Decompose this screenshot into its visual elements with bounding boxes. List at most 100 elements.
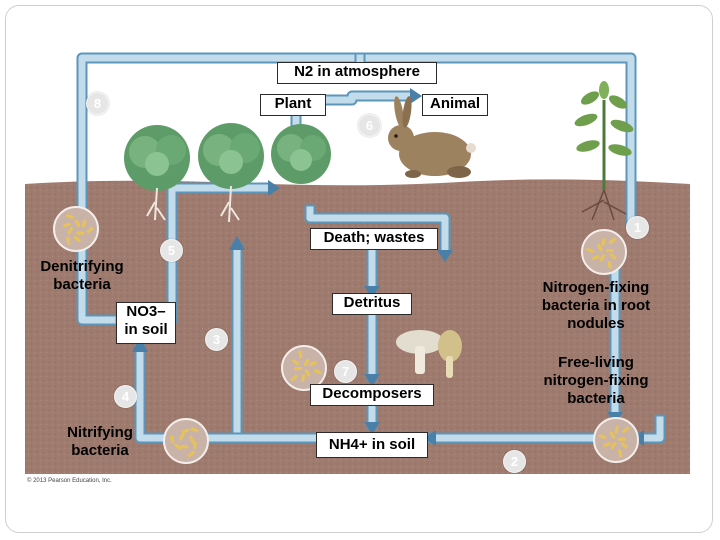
bacteria-dish [593,417,639,463]
arrow-ribbon [636,416,664,442]
plant-icon [124,125,190,221]
no3-soil-label-line1: NO3– [126,303,166,320]
arrowhead [268,180,280,196]
bacterium [170,435,175,444]
bacterium [301,373,306,382]
nh4-soil-label: NH4+ in soil [328,436,416,453]
arrowhead [364,374,380,386]
plant-box: Plant [260,94,326,116]
bacterium [66,213,74,219]
step-number-7: 7 [334,360,357,383]
bacterium [622,426,630,434]
bacterium [618,449,623,458]
bacterium [290,374,298,382]
plant-label: Plant [274,95,312,112]
bacterium [298,350,303,359]
arrow-ribbon [78,54,635,324]
bacterium [187,450,195,458]
animal-box: Animal [422,94,488,116]
arrow-ribbon [322,92,412,104]
bacterium [597,243,603,252]
bacterium [292,359,300,366]
decomposers-box: Decomposers [310,384,434,406]
mushroom-icon [396,330,462,378]
nitrifying-bacteria-label: Nitrifying bacteria [67,424,133,459]
bacterium [180,445,189,449]
plant-icon [271,124,331,184]
bacterium [192,441,197,450]
step-number-1: 1 [626,216,649,239]
bacteria-dish [53,206,99,252]
death-wastes-label: Death; wastes [323,229,425,246]
arrowhead [424,430,436,446]
arrow-ribbon [428,258,619,442]
bacterium [609,253,617,260]
bacterium [76,231,85,235]
plant-icon [574,81,634,221]
bacterium [620,442,628,449]
no3-soil-box: NO3– in soil [116,302,176,344]
bacterium [63,222,71,228]
arrow-ribbon [136,346,320,442]
bacterium [617,437,626,441]
soil-area [25,179,690,474]
bacterium [294,367,303,371]
n2-atmosphere-box: N2 in atmosphere [277,62,437,84]
arrowhead [364,422,380,434]
bacterium [603,442,611,447]
detritus-label: Detritus [343,294,401,311]
bacterium [82,219,87,228]
arrowhead [229,236,245,250]
animal-label: Animal [429,95,480,112]
decomposers-label: Decomposers [322,385,422,402]
bacterium [607,260,612,269]
arrowhead [132,338,148,352]
bacterium [303,358,310,367]
plant-icon [198,123,264,223]
bacterium [609,431,616,439]
bacterium [598,434,607,440]
bacterium [73,235,81,243]
n2-atmosphere-label: N2 in atmosphere [294,63,420,80]
bacterium [304,369,311,377]
bacterium [610,441,617,450]
rabbit-icon [388,96,476,178]
arrowhead [410,88,422,104]
step-number-2: 2 [503,450,526,473]
bacterium [181,428,190,434]
bacteria-dish [581,229,627,275]
bacterium [309,361,317,367]
step-number-3: 3 [205,328,228,351]
root-nodule-bacteria-label: Nitrogen-fixing bacteria in root nodules [541,279,651,332]
arrow-ribbon [306,206,449,252]
bacterium [601,238,606,246]
nh4-soil-box: NH4+ in soil [316,432,428,458]
arrowhead [364,286,380,298]
copyright-text: © 2013 Pearson Education, Inc. [27,478,112,484]
step-number-5: 5 [160,239,183,262]
arrowhead [437,250,453,262]
bacteria-icon [53,206,639,464]
bacterium [174,443,182,450]
bacterium [605,248,614,253]
step-number-6: 6 [358,114,381,137]
bacteria-dish [163,418,209,464]
bacterium [86,226,94,234]
no3-soil-label-line2: in soil [124,321,168,338]
step-number-4: 4 [114,385,137,408]
bacterium [599,254,606,262]
bacterium [190,427,199,433]
bacterium [189,435,195,444]
bacterium [66,236,71,245]
bacterium [614,426,619,434]
step-number-8: 8 [86,92,109,115]
bacterium [74,219,81,227]
bacterium [179,432,185,441]
bacterium [67,226,74,235]
detritus-box: Detritus [332,293,412,315]
bacterium [586,247,594,253]
death-wastes-box: Death; wastes [310,228,438,250]
bacterium [591,255,600,260]
bacterium [313,369,322,374]
